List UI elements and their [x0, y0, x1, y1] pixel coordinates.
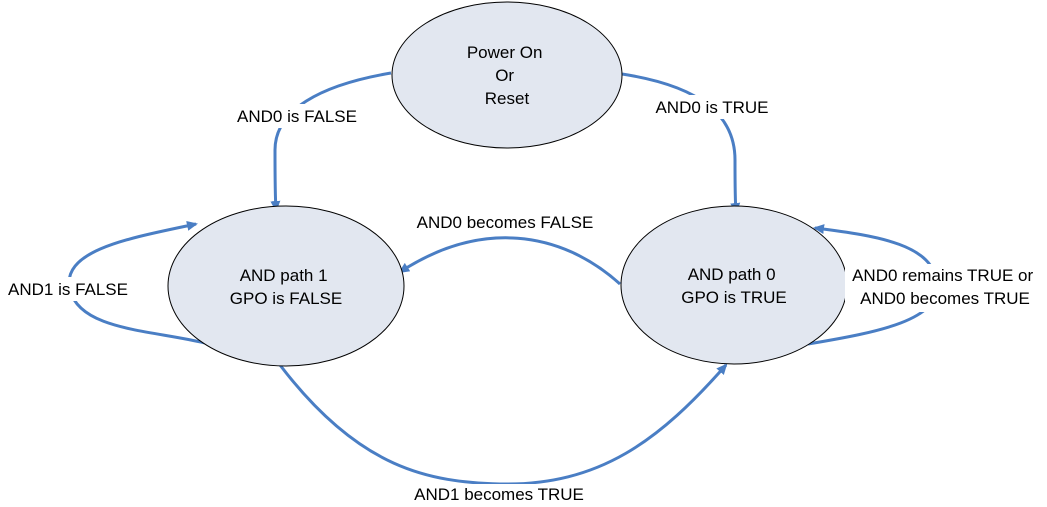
state-and-path-1-label: AND path 1 GPO is FALSE	[230, 266, 342, 308]
state-power-on-shape	[391, 1, 623, 149]
label-power-to-path1: AND0 is FALSE	[226, 104, 368, 128]
edge-label-power-to-path1: AND0 is FALSE	[237, 107, 357, 126]
edge-label-power-to-path0: AND0 is TRUE	[655, 98, 768, 117]
label-bg	[405, 210, 605, 234]
state-power-on-line-1: Power On	[467, 43, 543, 62]
transition-power-to-path1	[270, 71, 392, 212]
edge-label-path1-to-path0: AND1 becomes TRUE	[414, 485, 584, 504]
label-path1-self: AND1 is FALSE	[2, 277, 134, 301]
label-bg	[2, 277, 134, 301]
transition-path0-to-path1	[398, 236, 622, 286]
edge-label-path0-self-line-1: AND0 remains TRUE or	[852, 266, 1033, 285]
label-bg	[648, 95, 776, 119]
state-and-path-0-line-2: GPO is TRUE	[681, 288, 786, 307]
state-power-on-label: Power On Or Reset	[467, 43, 547, 108]
label-path0-to-path1: AND0 becomes FALSE	[405, 210, 605, 234]
edge-label-path1-self: AND1 is FALSE	[8, 280, 128, 299]
edge-label-path0-self: AND0 remains TRUE or AND0 becomes TRUE	[852, 266, 1038, 308]
label-bg	[226, 104, 368, 128]
state-and-path-1: AND path 1 GPO is FALSE	[167, 205, 405, 367]
label-bg	[400, 484, 598, 506]
state-and-path-1-line-2: GPO is FALSE	[230, 289, 342, 308]
label-bg	[845, 264, 1045, 312]
state-power-on: Power On Or Reset	[391, 1, 623, 149]
state-power-on-line-3: Reset	[485, 89, 530, 108]
label-power-to-path0: AND0 is TRUE	[648, 95, 776, 119]
state-and-path-1-line-1: AND path 1	[240, 266, 328, 285]
edge-label-path0-self-line-2: AND0 becomes TRUE	[860, 289, 1030, 308]
state-and-path-0-label: AND path 0 GPO is TRUE	[681, 265, 786, 307]
edge-path1-to-path0	[278, 363, 728, 486]
edge-label-path0-to-path1: AND0 becomes FALSE	[417, 213, 594, 232]
edge-power-to-path0	[621, 72, 741, 214]
label-path1-to-path0: AND1 becomes TRUE	[400, 484, 598, 506]
label-path0-self: AND0 remains TRUE or AND0 becomes TRUE	[845, 264, 1045, 312]
state-and-path-0-shape	[620, 205, 848, 365]
state-power-on-line-2: Or	[495, 66, 514, 85]
state-and-path-0-line-1: AND path 0	[688, 265, 776, 284]
edge-path0-to-path1	[398, 236, 622, 286]
state-and-path-1-shape	[167, 205, 405, 367]
transition-path1-to-path0	[278, 363, 728, 486]
transition-power-to-path0	[621, 72, 741, 214]
state-and-path-0: AND path 0 GPO is TRUE	[620, 205, 848, 365]
edge-power-to-path1	[270, 71, 392, 212]
